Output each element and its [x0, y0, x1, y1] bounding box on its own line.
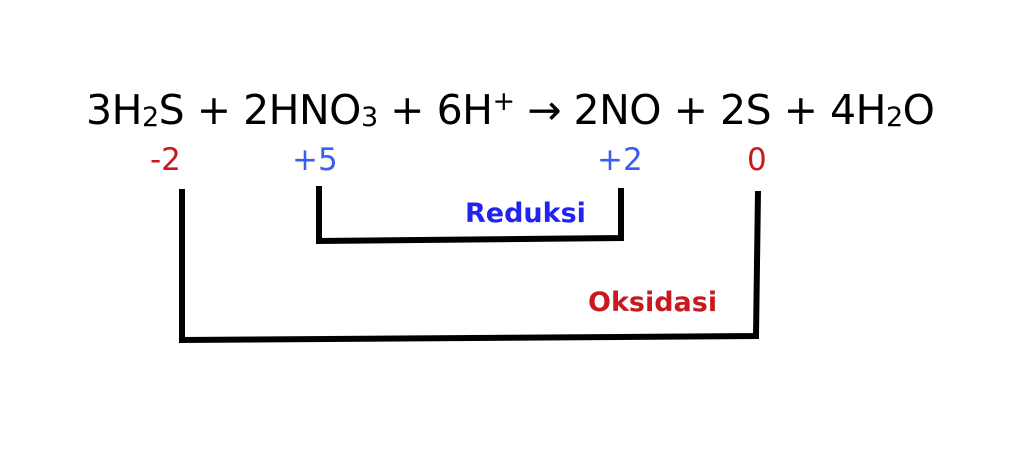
h2s-subscript: 2 — [141, 102, 159, 133]
h2s-coefficient: 3 — [86, 86, 112, 134]
hplus-charge: + — [492, 86, 516, 117]
oxidation-bracket — [179, 189, 761, 344]
h2o-oxygen: O — [902, 86, 935, 134]
hplus-hydrogen: H — [462, 86, 493, 134]
plus-sign-4: + — [771, 86, 831, 134]
plus-sign-2: + — [377, 86, 437, 134]
reduction-bracket — [316, 186, 624, 245]
hno3-formula: HNO — [268, 86, 362, 134]
plus-sign-1: + — [184, 86, 244, 134]
oxidation-state-n-hno3: +5 — [292, 142, 338, 178]
no-product: 2NO — [573, 86, 662, 134]
reduction-label: Reduksi — [465, 198, 586, 229]
h2s-hydrogen: H — [111, 86, 143, 134]
h2o-subscript: 2 — [885, 102, 903, 133]
sulfur-product: 2S — [720, 86, 772, 134]
oxidation-label: Oksidasi — [588, 287, 718, 318]
hno3-coefficient: 2 — [243, 86, 269, 134]
oxidation-state-s-elemental: 0 — [747, 142, 767, 178]
hplus-coefficient: 6 — [436, 86, 463, 134]
oxidation-state-n-no: +2 — [597, 142, 643, 178]
chemical-equation: 3H2S + 2HNO3 + 6H+ → 2NO + 2S + 4H2O — [86, 86, 935, 134]
reaction-arrow-icon: → — [514, 86, 574, 134]
plus-sign-3: + — [661, 86, 720, 134]
h2s-sulfur: S — [158, 86, 185, 134]
h2o-hydrogen: H — [855, 86, 887, 134]
h2o-coefficient: 4 — [830, 86, 856, 134]
hno3-subscript: 3 — [360, 102, 378, 133]
oxidation-state-s-h2s: -2 — [150, 142, 181, 178]
